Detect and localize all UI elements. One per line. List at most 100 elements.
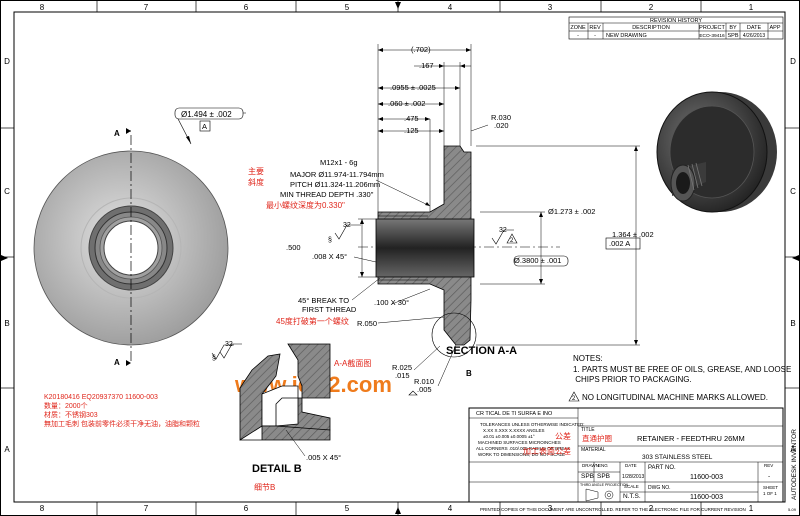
zone-top-7: 7 — [144, 3, 149, 12]
detail-callout-b: B — [466, 369, 472, 378]
dim-060: .060 ± .002 — [388, 99, 425, 108]
front-diameter-callout: Ø1.494 ± .002 — [181, 110, 232, 119]
notes-item-2-number: 2 — [572, 396, 576, 402]
rev-label: REV — [764, 463, 773, 468]
title-block: CR TICAL DE TI SURFA E INO TOLERANCES UN… — [468, 407, 798, 512]
detail-finish-mark: § — [212, 355, 216, 362]
section-mark-bottom: A — [114, 358, 120, 367]
zone-top-8: 8 — [40, 3, 45, 12]
drawn-label: DRAWN — [582, 463, 599, 468]
radius-030: R.030.020 — [491, 113, 511, 130]
scale-value: N.T.S. — [623, 493, 641, 500]
rev-row-description: NEW DRAWING — [606, 33, 647, 39]
zone-right-b: B — [790, 319, 795, 328]
zone-top-6: 6 — [244, 3, 249, 12]
finish-mark-left: § — [328, 237, 332, 244]
datum-reference: .002 A — [609, 239, 630, 248]
date-value: 1/28/2013 — [622, 474, 644, 480]
critical-banner: CR TICAL DE TI SURFA E INO — [476, 411, 553, 417]
scale-label: SCALE — [624, 484, 639, 489]
red-thread-depth: 最小螺纹深度为0.330" — [266, 200, 345, 210]
part-no-value: 11600-003 — [690, 474, 723, 481]
detail-chamfer: .005 X 45° — [306, 453, 341, 462]
rev-row-date: 4/26/2013 — [743, 33, 765, 39]
dim-702: (.702) — [411, 45, 431, 54]
finish-left-value: 32 — [343, 222, 351, 229]
iso-view — [656, 91, 777, 213]
zone-bottom-6: 6 — [244, 504, 249, 513]
dia-3800: Ø.3800 ± .001 — [514, 256, 561, 265]
material-value: 303 STAINLESS STEEL — [642, 454, 713, 461]
rev-header-project: PROJECT — [699, 25, 725, 31]
zone-bottom-1: 1 — [749, 504, 754, 513]
red-section-label: A-A截面图 — [334, 358, 371, 368]
title-label: TITLE — [581, 427, 595, 433]
red-note-line-1: K20180416 EQ20937370 11600-003 — [44, 394, 158, 401]
footer-note: PRINTED COPIES OF THIS DOCUMENT ARE UNCO… — [480, 507, 746, 512]
zone-left-a: A — [4, 445, 10, 454]
chamfer-100: .100 X 30° — [374, 298, 409, 307]
thread-spec-1: M12x1 - 6g — [320, 158, 358, 167]
zone-bottom-4: 4 — [448, 504, 453, 513]
section-bore — [375, 218, 475, 278]
radius-025: R.025.015 — [392, 363, 412, 380]
revision-title: REVISION HISTORY — [650, 18, 702, 24]
zone-left-b: B — [4, 319, 9, 328]
zone-right-c: C — [790, 187, 796, 196]
dim-0955: .0955 ± .0025 — [390, 83, 436, 92]
revision-table: REVISION HISTORY ZONE REV DESCRIPTION PR… — [568, 16, 784, 40]
notes-block: NOTES: 1. PARTS MUST BE FREE OF OILS, GR… — [568, 354, 791, 402]
dwg-no-value: 11600-003 — [690, 494, 723, 501]
thread-spec-2: MAJOR Ø11.974-11.794mm — [290, 170, 384, 179]
dwg-no-label: DWG NO. — [648, 485, 671, 491]
thread-spec-3: PITCH Ø11.324-11.206mm — [290, 180, 380, 189]
date-label: DATE — [625, 463, 637, 468]
inventor-label: AUTODESK INVENTOR — [791, 429, 798, 500]
zone-bottom-3: 3 — [548, 504, 553, 513]
eng-label: ENG — [598, 463, 608, 468]
chamfer-008: .008 X 45° — [312, 252, 347, 261]
detail-view: § 32 .005 X 45° DETAIL B 细节B — [211, 341, 341, 492]
red-note-order: K20180416 EQ20937370 11600-003 数量：2000个 … — [44, 394, 210, 428]
part-title: RETAINER - FEEDTHRU 26MM — [637, 434, 745, 443]
detail-title: DETAIL B — [252, 463, 302, 475]
dim-475: .475 — [404, 114, 419, 123]
zone-top-4: 4 — [448, 3, 453, 12]
red-finish: 加工表面公差 — [523, 446, 571, 456]
dim-500: .500 — [286, 243, 301, 252]
section-title: SECTION A-A — [446, 345, 517, 357]
zone-top-3: 3 — [548, 3, 553, 12]
detail-finish-value: 32 — [225, 341, 233, 348]
zone-left-c: C — [4, 187, 10, 196]
zone-bottom-2: 2 — [649, 504, 654, 513]
rev-row-zone: - — [577, 33, 579, 39]
rev-header-rev: REV — [589, 25, 601, 31]
page-code: 5-09 — [788, 507, 797, 512]
rev-value: - — [768, 473, 770, 480]
rev-row-project: ECO-39416 — [699, 33, 725, 39]
section-mark-top: A — [114, 129, 120, 138]
dim-125: .125 — [404, 126, 419, 135]
red-note-line-3: 材质：不锈钢303 — [44, 410, 98, 419]
red-detail-label: 细节B — [254, 482, 275, 492]
rev-header-description: DESCRIPTION — [632, 25, 670, 31]
tolerance-block: TOLERANCES UNLESS OTHERWISE INDICATED:X.… — [476, 422, 585, 457]
dia-1273: Ø1.273 ± .002 — [548, 207, 595, 216]
zone-left-d: D — [4, 57, 10, 66]
rev-row-rev: - — [594, 33, 596, 39]
red-tolerance: 公差 — [555, 431, 571, 441]
red-title: 直通护圈 — [582, 433, 612, 443]
thread-spec-4: MIN THREAD DEPTH .330" — [280, 190, 374, 199]
notes-title: NOTES: — [573, 354, 603, 363]
dia-1364: 1.364 ± .002 — [612, 230, 654, 239]
radius-050: R.050 — [357, 319, 377, 328]
section-view: (.702) .167 .0955 ± .0025 .060 ± .002 .4… — [219, 44, 654, 396]
red-note-line-2: 数量：2000个 — [44, 401, 88, 410]
front-view: A A Ø1.494 ± .002 A K20180416 EQ20937370… — [33, 107, 392, 428]
part-no-label: PART NO. — [648, 465, 676, 471]
zone-bottom-7: 7 — [144, 504, 149, 513]
rev-header-app: APP — [769, 25, 780, 31]
